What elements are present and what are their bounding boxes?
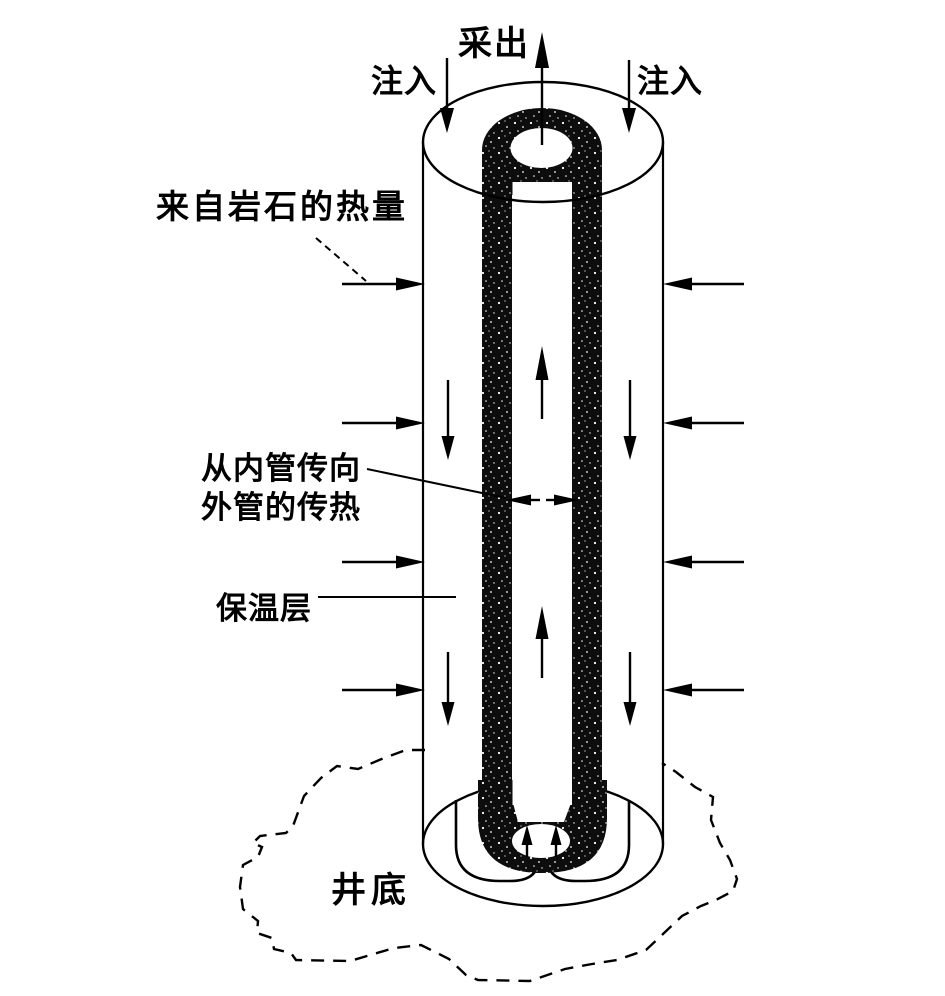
rock-heat-right-arrow-icon: [663, 277, 744, 697]
label-heat-transfer-line1: 从内管传向: [201, 451, 361, 486]
inner-pipe-bore: [512, 182, 572, 805]
inner-pipe-bore-throat: [513, 803, 571, 822]
inner-pipe-left-wall: [482, 170, 512, 810]
bottom-inlet-up-arrow-icon: [521, 825, 562, 857]
inner-pipe: [478, 108, 607, 873]
label-heat-transfer-line2: 外管的传热: [201, 490, 361, 525]
inner-pipe-up-arrow-icon: [535, 346, 549, 678]
annulus-down-arrow-icon: [441, 380, 637, 726]
label-produced: 采出: [458, 26, 530, 63]
heat-transfer-leader-line: [366, 468, 507, 499]
inject-right-down-arrow-icon: [622, 60, 636, 133]
label-heat-from-rock: 来自岩石的热量: [156, 190, 408, 226]
inner-pipe-bottom-opening: [512, 824, 570, 858]
label-inject-left: 注入: [371, 63, 438, 99]
rock-zone-outline: [238, 748, 739, 983]
label-well-bottom: 井底: [331, 871, 412, 910]
rock-heat-left-arrow-icon: [342, 277, 425, 697]
inner-pipe-top-opening: [510, 128, 573, 168]
produced-up-arrow-icon: [535, 32, 549, 145]
label-heat-transfer: 从内管传向 外管的传热: [201, 449, 361, 527]
inject-left-down-arrow-icon: [440, 58, 454, 133]
rock-heat-leader-line: [315, 237, 367, 282]
label-insulation: 保温层: [216, 591, 312, 626]
heat-transfer-arrow-icon: [506, 494, 579, 506]
inner-pipe-right-wall: [572, 170, 602, 810]
label-inject-right: 注入: [637, 63, 704, 99]
